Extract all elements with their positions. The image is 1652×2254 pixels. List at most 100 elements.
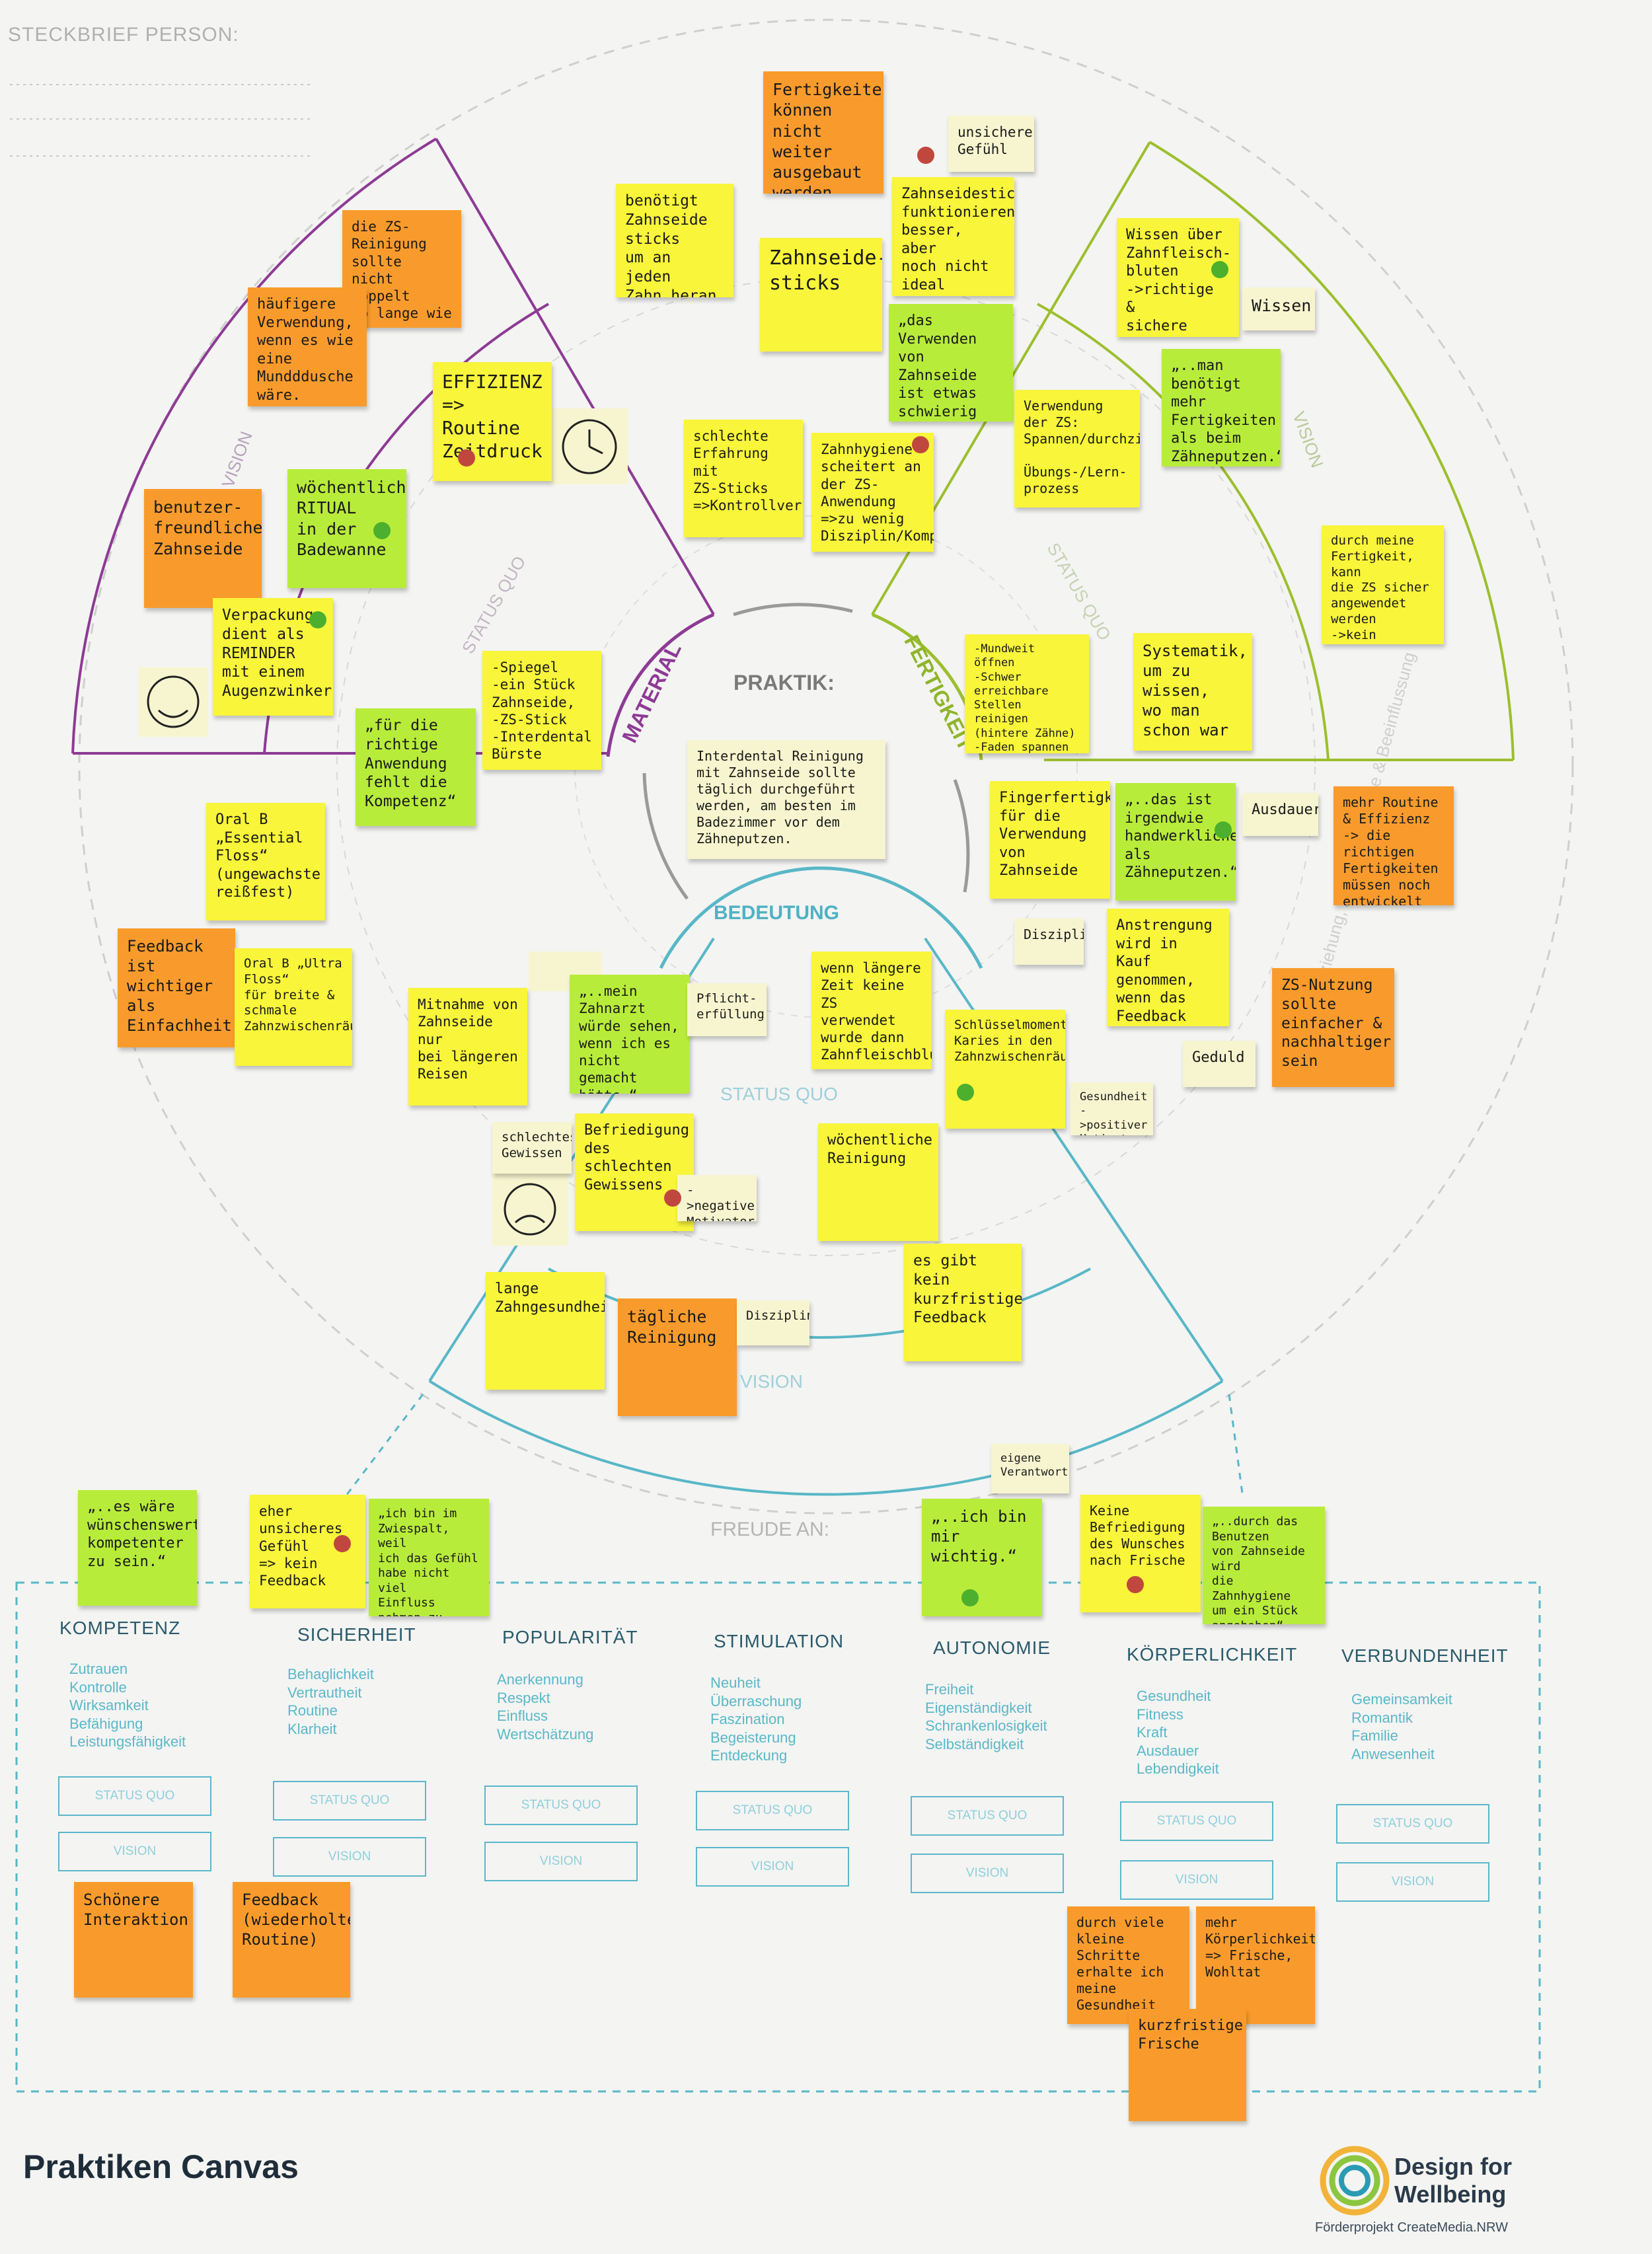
verbundenheit-vision-box[interactable]: VISION: [1336, 1862, 1489, 1902]
sticky-note[interactable]: Mitnahme von Zahnseide nur bei längeren …: [408, 988, 527, 1106]
stimulation-vision-box[interactable]: VISION: [696, 1847, 849, 1887]
autonomie-vision-box[interactable]: VISION: [911, 1854, 1064, 1893]
koerperlichkeit-status-quo-box[interactable]: STATUS QUO: [1120, 1801, 1273, 1841]
sticky-note[interactable]: Schönere Interaktion: [74, 1882, 193, 1998]
sticky-note[interactable]: ->negativer Motivator: [677, 1175, 757, 1221]
sticky-note[interactable]: schlechtes Gewissen: [492, 1122, 572, 1174]
sticky-note[interactable]: Oral B „Essential Floss“ (ungewachste re…: [206, 803, 325, 920]
sticky-note[interactable]: Oral B „Ultra Floss“ für breite & schmal…: [235, 948, 352, 1066]
kompetenz-status-quo-box[interactable]: STATUS QUO: [58, 1776, 211, 1816]
sticky-note[interactable]: Fingerfertigkeit für die Verwendung von …: [990, 781, 1110, 899]
sticky-note[interactable]: tägliche Reinigung: [618, 1298, 737, 1416]
red-dot-sticker: [917, 147, 934, 164]
category-koerperlichkeit-items: Gesundheit Fitness Kraft Ausdauer Lebend…: [1137, 1688, 1219, 1777]
design-for-wellbeing-logo-icon: [1322, 2148, 1388, 2214]
koerperlichkeit-vision-box[interactable]: VISION: [1120, 1860, 1273, 1900]
sticky-note[interactable]: „..ich bin mir wichtig.“: [922, 1499, 1042, 1616]
zone-vision-bottom: VISION: [740, 1371, 803, 1392]
sticky-note[interactable]: eher unsicheres Gefühl => kein Feedback: [250, 1495, 365, 1608]
category-verbundenheit-items: Gemeinsamkeit Romantik Familie Anwesenhe…: [1351, 1691, 1452, 1762]
sticky-note[interactable]: Zahnseidestick funktionieren besser, abe…: [892, 177, 1014, 296]
sticky-note[interactable]: wenn längere Zeit keine ZS verwendet wur…: [811, 952, 932, 1069]
sticky-note[interactable]: Schlüsselmoment: Karies in den Zahnzwisc…: [945, 1010, 1065, 1129]
red-dot-sticker: [334, 1535, 351, 1552]
category-autonomie-title: AUTONOMIE: [933, 1637, 1051, 1658]
sticky-note[interactable]: Zahnseide- sticks: [760, 238, 882, 352]
category-popularitaet-title: POPULARITÄT: [502, 1627, 638, 1647]
sticky-note[interactable]: „..es wäre wünschenswert kompetenter zu …: [78, 1490, 197, 1606]
sticky-note[interactable]: -Mundweit öffnen -Schwer erreichbare Ste…: [965, 634, 1089, 753]
sticky-note[interactable]: Wissen: [1242, 287, 1315, 330]
stimulation-status-quo-box[interactable]: STATUS QUO: [696, 1791, 849, 1830]
sticky-note[interactable]: Keine Befriedigung des Wunsches nach Fri…: [1080, 1495, 1201, 1612]
sticky-note[interactable]: es gibt kein kurzfristiges Feedback: [904, 1244, 1022, 1361]
clock-icon: [552, 408, 628, 484]
green-dot-sticker: [957, 1084, 974, 1101]
sticky-note[interactable]: „ich bin im Zwiespalt, weil ich das Gefü…: [369, 1499, 489, 1616]
green-dot-sticker: [309, 611, 326, 628]
sticky-note[interactable]: benötigt Zahnseide sticks um an jeden Za…: [616, 184, 733, 297]
pointing-hand-icon: [529, 952, 601, 991]
sticky-note[interactable]: „das Verwenden von Zahnseide ist etwas s…: [889, 304, 1013, 422]
sticky-note[interactable]: Gesundheit ->positiver Motivator: [1070, 1082, 1153, 1135]
kompetenz-vision-box[interactable]: VISION: [58, 1832, 211, 1871]
footer-title: Praktiken Canvas: [23, 2148, 299, 2185]
sicherheit-status-quo-box[interactable]: STATUS QUO: [273, 1781, 426, 1821]
popularitaet-status-quo-box[interactable]: STATUS QUO: [484, 1785, 638, 1825]
sticky-note[interactable]: Fertigkeiten können nicht weiter ausgeba…: [763, 71, 883, 194]
popularitaet-vision-box[interactable]: VISION: [484, 1842, 638, 1881]
sticky-note[interactable]: Zahnhygiene scheitert an der ZS-Anwendun…: [811, 433, 934, 552]
sticky-note[interactable]: häufigere Verwendung, wenn es wie eine M…: [248, 287, 367, 406]
sticky-note[interactable]: mehr Routine & Effizienz -> die richtige…: [1333, 786, 1454, 905]
category-sicherheit-title: SICHERHEIT: [297, 1624, 416, 1645]
sticky-note[interactable]: kurzfristige Frische: [1129, 2009, 1246, 2121]
sticky-note[interactable]: mehr Körperlichkeit => Frische, Wohltat: [1196, 1906, 1315, 2024]
sticky-note[interactable]: ZS-Nutzung sollte einfacher & nachhaltig…: [1272, 968, 1394, 1087]
sticky-note[interactable]: EFFIZIENZ => Routine Zeitdruck: [433, 362, 552, 481]
sticky-note[interactable]: Pflicht- erfüllung: [687, 983, 767, 1036]
sticky-note[interactable]: schlechte Erfahrung mit ZS-Sticks =>Kont…: [684, 420, 803, 537]
sticky-note[interactable]: Disziplin: [1014, 919, 1084, 965]
red-dot-sticker: [664, 1189, 681, 1207]
sticky-note[interactable]: Verwendung der ZS: Spannen/durchziehen Ü…: [1014, 390, 1140, 507]
category-stimulation-title: STIMULATION: [714, 1631, 845, 1651]
sticky-note[interactable]: benutzer- freundliche Zahnseide: [144, 489, 262, 608]
brand-sub: Förderprojekt CreateMedia.NRW: [1315, 2220, 1508, 2235]
red-dot-sticker: [1127, 1576, 1144, 1593]
sticky-note[interactable]: „..das ist irgendwie handwerklicher als …: [1115, 783, 1236, 901]
sticky-note[interactable]: durch meine Fertigkeit, kann die ZS sich…: [1322, 525, 1444, 644]
red-dot-sticker: [458, 449, 475, 467]
sticky-note[interactable]: Interdental Reinigung mit Zahnseide soll…: [687, 740, 885, 859]
green-dot-sticker: [1211, 261, 1228, 278]
sticky-note[interactable]: Befriedigung des schlechten Gewissens: [575, 1113, 694, 1231]
sicherheit-vision-box[interactable]: VISION: [273, 1837, 426, 1877]
sticky-note[interactable]: Systematik, um zu wissen, wo man schon w…: [1133, 633, 1252, 751]
sticky-note[interactable]: Disziplin: [737, 1300, 809, 1345]
sticky-note[interactable]: Feedback ist wichtiger als Einfachheit: [118, 928, 235, 1047]
sticky-note[interactable]: „für die richtige Anwendung fehlt die Ko…: [356, 708, 476, 826]
sticky-note[interactable]: Ausdauer: [1242, 793, 1318, 836]
sticky-note[interactable]: Geduld: [1183, 1041, 1256, 1087]
sticky-note[interactable]: -Spiegel -ein Stück Zahnseide, -ZS-Stick…: [482, 651, 601, 770]
steckbrief-label: STECKBRIEF PERSON:: [8, 24, 239, 46]
praktik-label: PRAKTIK:: [733, 671, 835, 695]
zone-status-quo-bottom: STATUS QUO: [720, 1084, 838, 1104]
sticky-note[interactable]: „..man benötigt mehr Fertigkeiten als be…: [1162, 349, 1281, 467]
sticky-note[interactable]: unsicheres Gefühl: [948, 116, 1034, 172]
green-dot-sticker: [373, 522, 391, 539]
sticky-note[interactable]: eigene Verantwortung: [991, 1444, 1069, 1493]
sticky-note[interactable]: Anstrengung wird in Kauf genommen, wenn …: [1107, 909, 1229, 1026]
category-koerperlichkeit-title: KÖRPERLICHKEIT: [1127, 1644, 1298, 1665]
devil-face-icon: [492, 1170, 568, 1246]
verbundenheit-status-quo-box[interactable]: STATUS QUO: [1336, 1804, 1489, 1844]
sticky-note[interactable]: durch viele kleine Schritte erhalte ich …: [1067, 1906, 1189, 2024]
category-popularitaet-items: Anerkennung Respekt Einfluss Wertschätzu…: [497, 1671, 594, 1743]
brand-line-2: Wellbeing: [1394, 2181, 1507, 2208]
autonomie-status-quo-box[interactable]: STATUS QUO: [911, 1796, 1064, 1836]
sticky-note[interactable]: „..durch das Benutzen von Zahnseide wird…: [1203, 1507, 1325, 1624]
sticky-note[interactable]: wöchentliche Reinigung: [818, 1123, 938, 1241]
sticky-note[interactable]: Wissen über Zahnfleisch- bluten ->richti…: [1117, 218, 1239, 337]
sticky-note[interactable]: Feedback (wiederholte Routine): [233, 1882, 350, 1998]
sticky-note[interactable]: „..mein Zahnarzt würde sehen, wenn ich e…: [570, 975, 690, 1094]
